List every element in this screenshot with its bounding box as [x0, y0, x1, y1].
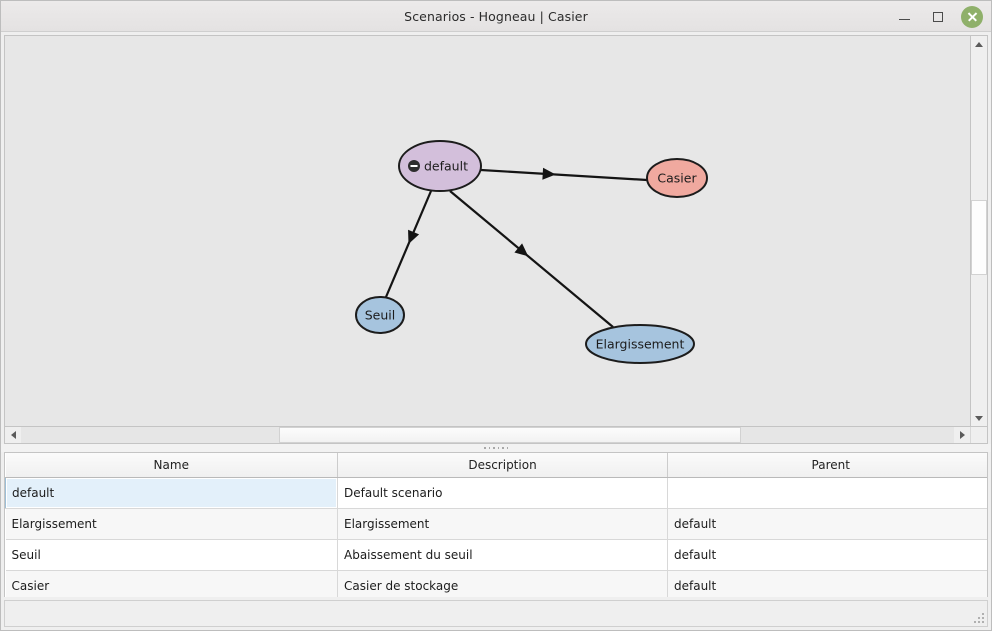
- maximize-icon: [933, 11, 943, 22]
- graph-node-Elargissement[interactable]: Elargissement: [585, 324, 695, 364]
- maximize-button[interactable]: [925, 4, 951, 30]
- scroll-right-arrow[interactable]: [954, 427, 970, 443]
- scroll-up-arrow[interactable]: [971, 36, 987, 52]
- column-header-description[interactable]: Description: [337, 453, 668, 478]
- graph-edge-arrowhead: [514, 243, 529, 257]
- table-cell-name[interactable]: Casier: [5, 570, 338, 597]
- splitter-dot: [506, 447, 508, 449]
- column-header-name[interactable]: Name: [5, 453, 338, 478]
- graph-horizontal-scrollbar[interactable]: [4, 427, 988, 444]
- table-cell-name[interactable]: default: [5, 477, 338, 509]
- graph-node-shape: [398, 140, 482, 192]
- triangle-up-icon: [975, 41, 983, 47]
- graph-node-label: default: [424, 159, 468, 174]
- graph-node-label: Elargissement: [596, 337, 685, 352]
- vertical-scroll-track[interactable]: [971, 52, 987, 410]
- horizontal-scroll-track[interactable]: [21, 427, 954, 443]
- title-bar: Scenarios - Hogneau | Casier: [1, 1, 991, 32]
- pane-splitter[interactable]: [1, 444, 991, 452]
- window-controls: [891, 1, 985, 32]
- column-header-parent[interactable]: Parent: [667, 453, 987, 478]
- scroll-left-arrow[interactable]: [5, 427, 21, 443]
- triangle-right-icon: [959, 431, 965, 439]
- table-header-row: Name Description Parent: [5, 453, 987, 478]
- splitter-dot: [484, 447, 486, 449]
- table-cell-description[interactable]: Casier de stockage: [337, 570, 668, 597]
- minimize-button[interactable]: [891, 4, 917, 30]
- splitter-dot: [502, 447, 504, 449]
- splitter-dot: [497, 447, 499, 449]
- graph-node-default[interactable]: default: [398, 140, 482, 192]
- graph-node-label: Casier: [657, 171, 697, 186]
- graph-edge-arrowhead: [542, 167, 556, 180]
- table-cell-parent[interactable]: default: [667, 570, 987, 597]
- vertical-scroll-thumb[interactable]: [971, 200, 987, 275]
- table-cell-description[interactable]: Abaissement du seuil: [337, 539, 668, 571]
- graph-node-Seuil[interactable]: Seuil: [355, 296, 405, 334]
- triangle-down-icon: [975, 415, 983, 421]
- horizontal-scroll-thumb[interactable]: [279, 427, 741, 443]
- minimize-icon: [898, 19, 910, 20]
- resize-grip[interactable]: [972, 611, 984, 623]
- table-cell-name[interactable]: Seuil: [5, 539, 338, 571]
- table-cell-name[interactable]: Elargissement: [5, 508, 338, 540]
- close-button[interactable]: [959, 4, 985, 30]
- table-cell-parent[interactable]: [667, 477, 987, 509]
- table-cell-description[interactable]: Default scenario: [337, 477, 668, 509]
- window-title: Scenarios - Hogneau | Casier: [404, 8, 588, 24]
- graph-node-Casier[interactable]: Casier: [646, 158, 708, 198]
- table-cell-parent[interactable]: default: [667, 539, 987, 571]
- graph-node-label: Seuil: [365, 308, 396, 323]
- splitter-dot: [488, 447, 490, 449]
- graph-node-shape: [355, 296, 405, 334]
- minus-icon-bar: [410, 165, 418, 167]
- graph-node-shape: [646, 158, 708, 198]
- triangle-left-icon: [10, 431, 16, 439]
- graph-edge-default-to-Elargissement[interactable]: [449, 190, 614, 328]
- splitter-dot: [493, 447, 495, 449]
- scrollbar-corner: [970, 427, 987, 443]
- graph-edge-arrowhead: [408, 229, 420, 244]
- table-cell-parent[interactable]: default: [667, 508, 987, 540]
- close-button-circle: [961, 5, 983, 28]
- scroll-down-arrow[interactable]: [971, 410, 987, 426]
- graph-vertical-scrollbar[interactable]: [971, 35, 988, 427]
- status-bar: [4, 600, 988, 627]
- table-cell-description[interactable]: Elargissement: [337, 508, 668, 540]
- graph-node-shape: [585, 324, 695, 364]
- graph-edge-default-to-Casier[interactable]: [480, 168, 648, 182]
- close-icon: [967, 11, 978, 22]
